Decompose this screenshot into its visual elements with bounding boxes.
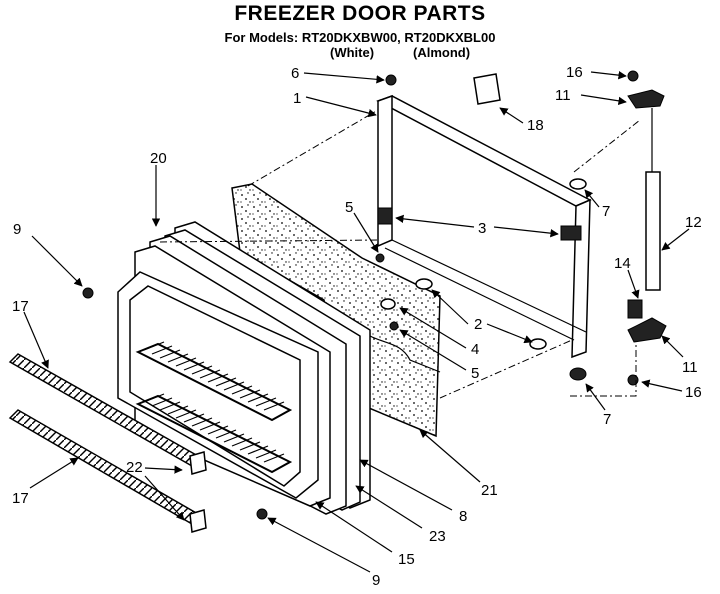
bracket-2-icon: [415, 278, 433, 290]
screw-6-icon: [385, 74, 397, 86]
hinge-pin-rod: [645, 171, 661, 291]
callout-3a: 3: [478, 220, 486, 237]
washer-4-icon: [380, 298, 396, 310]
door-hinge-bracket-left: [377, 207, 393, 225]
bottom-hinge: [627, 317, 667, 343]
hinge-shim: [627, 299, 643, 319]
rail-end-cap-lower: [189, 509, 207, 533]
callout-22: 22: [126, 459, 143, 476]
alignment-lines: [159, 109, 641, 399]
bracket-2b-icon: [529, 338, 547, 350]
screw-5-lower-icon: [389, 321, 399, 331]
callout-21: 21: [481, 482, 498, 499]
callout-20: 20: [150, 150, 167, 167]
callout-11a: 11: [555, 87, 571, 104]
callout-17a: 17: [12, 298, 29, 315]
callout-8: 8: [459, 508, 467, 525]
callout-12: 12: [685, 214, 702, 231]
color-white-label: (White): [330, 45, 375, 60]
screw-9-bottom-icon: [256, 508, 268, 520]
callout-16a: 16: [566, 64, 583, 81]
callout-16b: 16: [685, 384, 702, 401]
top-hinge: [627, 89, 665, 109]
callout-5b: 5: [471, 365, 479, 382]
callout-17b: 17: [12, 490, 29, 507]
callout-15: 15: [398, 551, 415, 568]
door-frame: [376, 94, 592, 359]
fasteners: [82, 70, 639, 520]
inner-door-liner: [117, 271, 319, 499]
screw-16-top-icon: [627, 70, 639, 82]
rail-end-cap-upper: [189, 451, 207, 475]
callout-11b: 11: [682, 359, 698, 376]
models-line: For Models: RT20DKXBW00, RT20DKXBL00: [224, 30, 496, 45]
callout-14: 14: [614, 255, 631, 272]
bushing-7-bottom-icon: [569, 367, 587, 381]
label-plate: [473, 73, 501, 105]
plug-7-top-icon: [569, 178, 587, 190]
callout-1: 1: [293, 90, 301, 107]
color-almond-label: (Almond): [413, 45, 471, 60]
callout-4: 4: [471, 341, 479, 358]
leader-lines: [23, 70, 690, 573]
callout-9a: 9: [13, 221, 21, 238]
callout-18: 18: [527, 117, 544, 134]
callout-23: 23: [429, 528, 446, 545]
callout-2: 2: [474, 316, 482, 333]
door-hinge-bracket-right: [560, 225, 582, 241]
screw-5-upper-icon: [375, 253, 385, 263]
screw-9-left-icon: [82, 287, 94, 299]
callout-5a: 5: [345, 199, 353, 216]
callout-7b: 7: [603, 411, 611, 428]
callout-9b: 9: [372, 572, 380, 589]
callout-6: 6: [291, 65, 299, 82]
callout-numbers: 1 2 3 3 4 5 5 6 7 7 8 9 9 11 11 12 14 15…: [12, 64, 702, 589]
callout-7a: 7: [602, 203, 610, 220]
page-title: FREEZER DOOR PARTS: [234, 2, 486, 25]
